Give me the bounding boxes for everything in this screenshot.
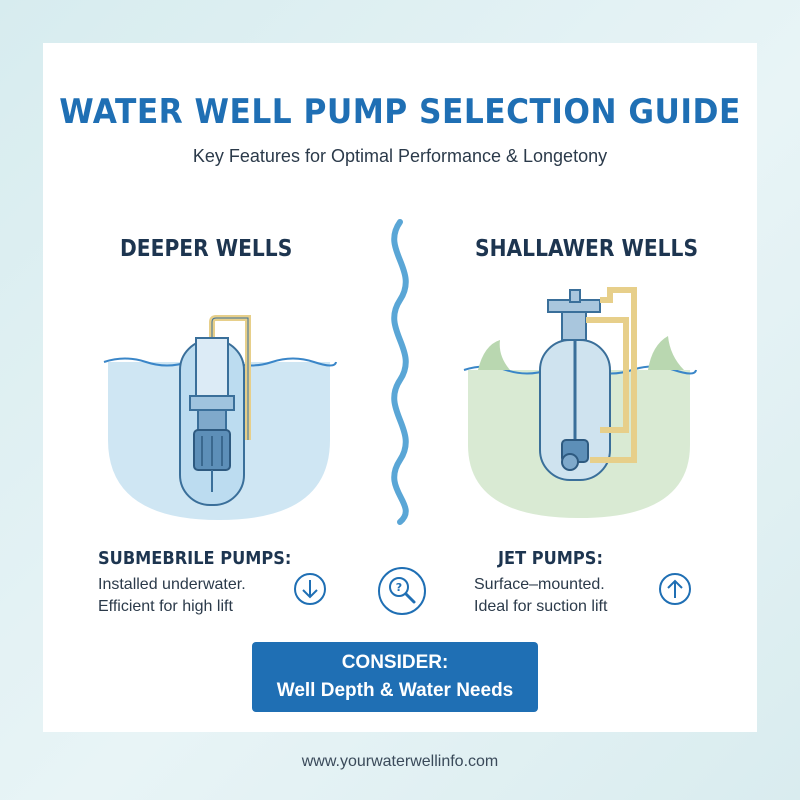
page-title: WATER WELL PUMP SELECTION GUIDE: [59, 92, 741, 132]
page-subtitle: Key Features for Optimal Performance & L…: [192, 146, 608, 166]
footer-url[interactable]: www.yourwaterwellinfo.com: [301, 753, 499, 770]
jet-pumps-label: JET PUMPS:: [498, 548, 603, 569]
consider-detail: Well Depth & Water Needs: [276, 680, 514, 701]
svg-text:?: ?: [396, 581, 402, 594]
shallower-wells-heading: SHALLAWER WELLS: [475, 236, 699, 262]
arrow-down-circle-icon: [294, 573, 326, 605]
wavy-divider: [391, 219, 409, 525]
submersible-desc-line2: Efficient for high lift: [98, 598, 233, 615]
deeper-wells-heading: DEEPER WELLS: [120, 236, 293, 262]
jet-desc-line1: Surface–mounted.: [474, 576, 605, 593]
submersible-desc-line1: Installed underwater.: [98, 576, 246, 593]
arrow-up-circle-icon: [659, 573, 691, 605]
submersible-pumps-label: SUBMEBRILE PUMPS:: [98, 548, 292, 569]
submersible-desc: Installed underwater. Efficient for high…: [98, 574, 246, 618]
question-magnifier-icon: ?: [378, 567, 426, 615]
consider-banner: CONSIDER: Well Depth & Water Needs: [252, 642, 538, 712]
jet-desc: Surface–mounted. Ideal for suction lift: [474, 574, 607, 618]
jet-desc-line2: Ideal for suction lift: [474, 598, 608, 615]
deep-well-illustration: [103, 315, 337, 520]
consider-title: CONSIDER:: [341, 652, 449, 673]
shallow-well-illustration: [463, 287, 697, 518]
